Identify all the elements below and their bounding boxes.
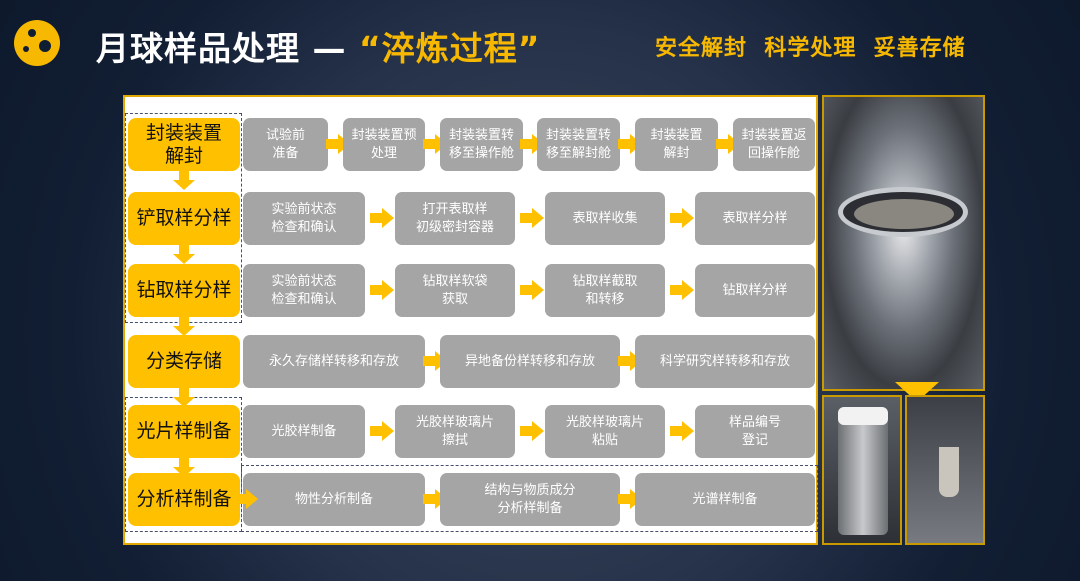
process-step: 样品编号 登记	[695, 405, 815, 458]
stage-label: 光片样制备	[128, 405, 240, 458]
process-step: 钻取样截取 和转移	[545, 264, 665, 317]
right-arrow-icon	[234, 489, 258, 509]
process-step: 结构与物质成分 分析样制备	[440, 473, 620, 526]
sample-jar-photo	[822, 395, 902, 545]
right-arrow-icon	[670, 421, 694, 441]
stage-label: 铲取样分样	[128, 192, 240, 245]
process-step: 钻取样分样	[695, 264, 815, 317]
right-arrow-icon	[370, 421, 394, 441]
right-arrow-icon	[520, 208, 544, 228]
process-step: 封装装置预 处理	[343, 118, 425, 171]
process-step: 钻取样软袋 获取	[395, 264, 515, 317]
right-arrow-icon	[670, 208, 694, 228]
tagline: 安全解封 科学处理 妥善存储	[655, 36, 966, 61]
stage-label: 分类存储	[128, 335, 240, 388]
down-arrow-icon	[173, 316, 195, 336]
stage-label: 分析样制备	[128, 473, 240, 526]
down-arrow-icon	[173, 170, 195, 190]
sample-container-photo	[822, 95, 985, 391]
process-step: 科学研究样转移和存放	[635, 335, 815, 388]
process-step: 光谱样制备	[635, 473, 815, 526]
process-step: 物性分析制备	[243, 473, 425, 526]
process-step: 永久存储样转移和存放	[243, 335, 425, 388]
process-step: 封装装置返 回操作舱	[733, 118, 815, 171]
process-step: 打开表取样 初级密封容器	[395, 192, 515, 245]
stage-label: 钻取样分样	[128, 264, 240, 317]
process-step: 封装装置 解封	[635, 118, 718, 171]
process-step: 光胶样玻璃片 粘贴	[545, 405, 665, 458]
down-arrow-icon	[173, 457, 195, 477]
right-arrow-icon	[520, 280, 544, 300]
right-arrow-icon	[370, 208, 394, 228]
process-step: 实验前状态 检查和确认	[243, 192, 365, 245]
down-arrow-icon	[173, 244, 195, 264]
title-main: 月球样品处理 —	[96, 29, 347, 68]
process-step: 表取样收集	[545, 192, 665, 245]
down-arrow-icon	[173, 387, 195, 407]
process-step: 表取样分样	[695, 192, 815, 245]
moon-logo-icon	[14, 20, 60, 66]
process-step: 异地备份样转移和存放	[440, 335, 620, 388]
right-arrow-icon	[670, 280, 694, 300]
process-step: 试验前 准备	[243, 118, 328, 171]
process-step: 光胶样制备	[243, 405, 365, 458]
process-step: 实验前状态 检查和确认	[243, 264, 365, 317]
right-arrow-icon	[520, 421, 544, 441]
process-step: 光胶样玻璃片 擦拭	[395, 405, 515, 458]
right-arrow-icon	[370, 280, 394, 300]
page-title: 月球样品处理 — “淬炼过程”	[96, 22, 540, 70]
stage-label: 封装装置 解封	[128, 118, 240, 171]
process-step: 封装装置转 移至操作舱	[440, 118, 523, 171]
title-highlight: “淬炼过程”	[359, 29, 541, 68]
sample-handling-photo	[905, 395, 985, 545]
process-step: 封装装置转 移至解封舱	[537, 118, 620, 171]
